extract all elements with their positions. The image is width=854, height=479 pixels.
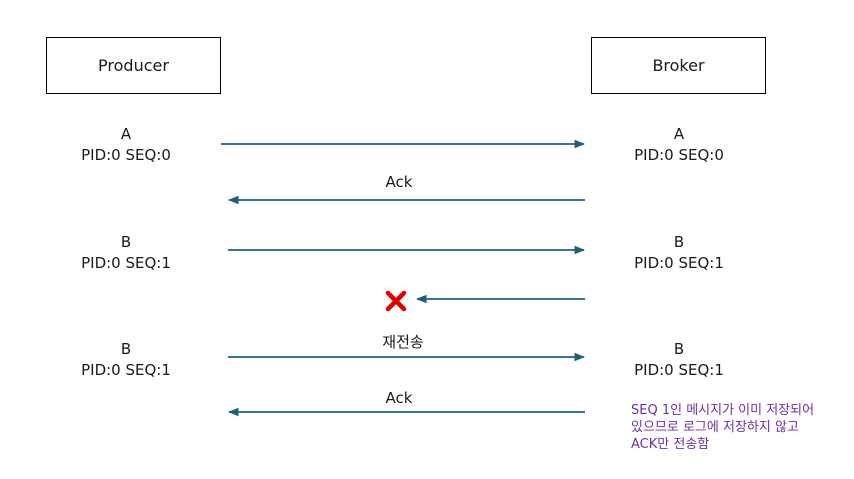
message-meta: PID:0 SEQ:1 xyxy=(81,254,171,272)
producer-message-b-resend: B PID:0 SEQ:1 xyxy=(51,339,201,381)
message-label: B xyxy=(673,233,685,251)
red-x-icon xyxy=(385,290,407,312)
resend-label: 재전송 xyxy=(382,333,424,351)
message-meta: PID:0 SEQ:1 xyxy=(81,361,171,379)
dedup-note: SEQ 1인 메시지가 이미 저장되어 있으므로 로그에 저장하지 않고 ACK… xyxy=(631,402,851,453)
broker-message-b-dup: B PID:0 SEQ:1 xyxy=(604,339,754,381)
message-label: B xyxy=(120,233,132,251)
message-label: B xyxy=(120,340,132,358)
producer-label: Producer xyxy=(98,56,169,75)
ack-label-1: Ack xyxy=(385,173,413,191)
message-label: B xyxy=(673,340,685,358)
message-label: A xyxy=(673,125,685,143)
ack-label-2: Ack xyxy=(385,389,413,407)
note-line: ACK만 전송함 xyxy=(631,437,710,452)
broker-box: Broker xyxy=(591,37,766,94)
broker-label: Broker xyxy=(652,56,705,75)
producer-message-b: B PID:0 SEQ:1 xyxy=(51,232,201,274)
broker-message-b: B PID:0 SEQ:1 xyxy=(604,232,754,274)
message-meta: PID:0 SEQ:1 xyxy=(634,361,724,379)
message-meta: PID:0 SEQ:0 xyxy=(81,146,171,164)
note-line: SEQ 1인 메시지가 이미 저장되어 xyxy=(631,403,815,418)
message-meta: PID:0 SEQ:0 xyxy=(634,146,724,164)
producer-message-a: A PID:0 SEQ:0 xyxy=(51,124,201,166)
note-line: 있으므로 로그에 저장하지 않고 xyxy=(631,420,799,435)
message-label: A xyxy=(120,125,132,143)
producer-box: Producer xyxy=(46,37,221,94)
broker-message-a: A PID:0 SEQ:0 xyxy=(604,124,754,166)
message-meta: PID:0 SEQ:1 xyxy=(634,254,724,272)
